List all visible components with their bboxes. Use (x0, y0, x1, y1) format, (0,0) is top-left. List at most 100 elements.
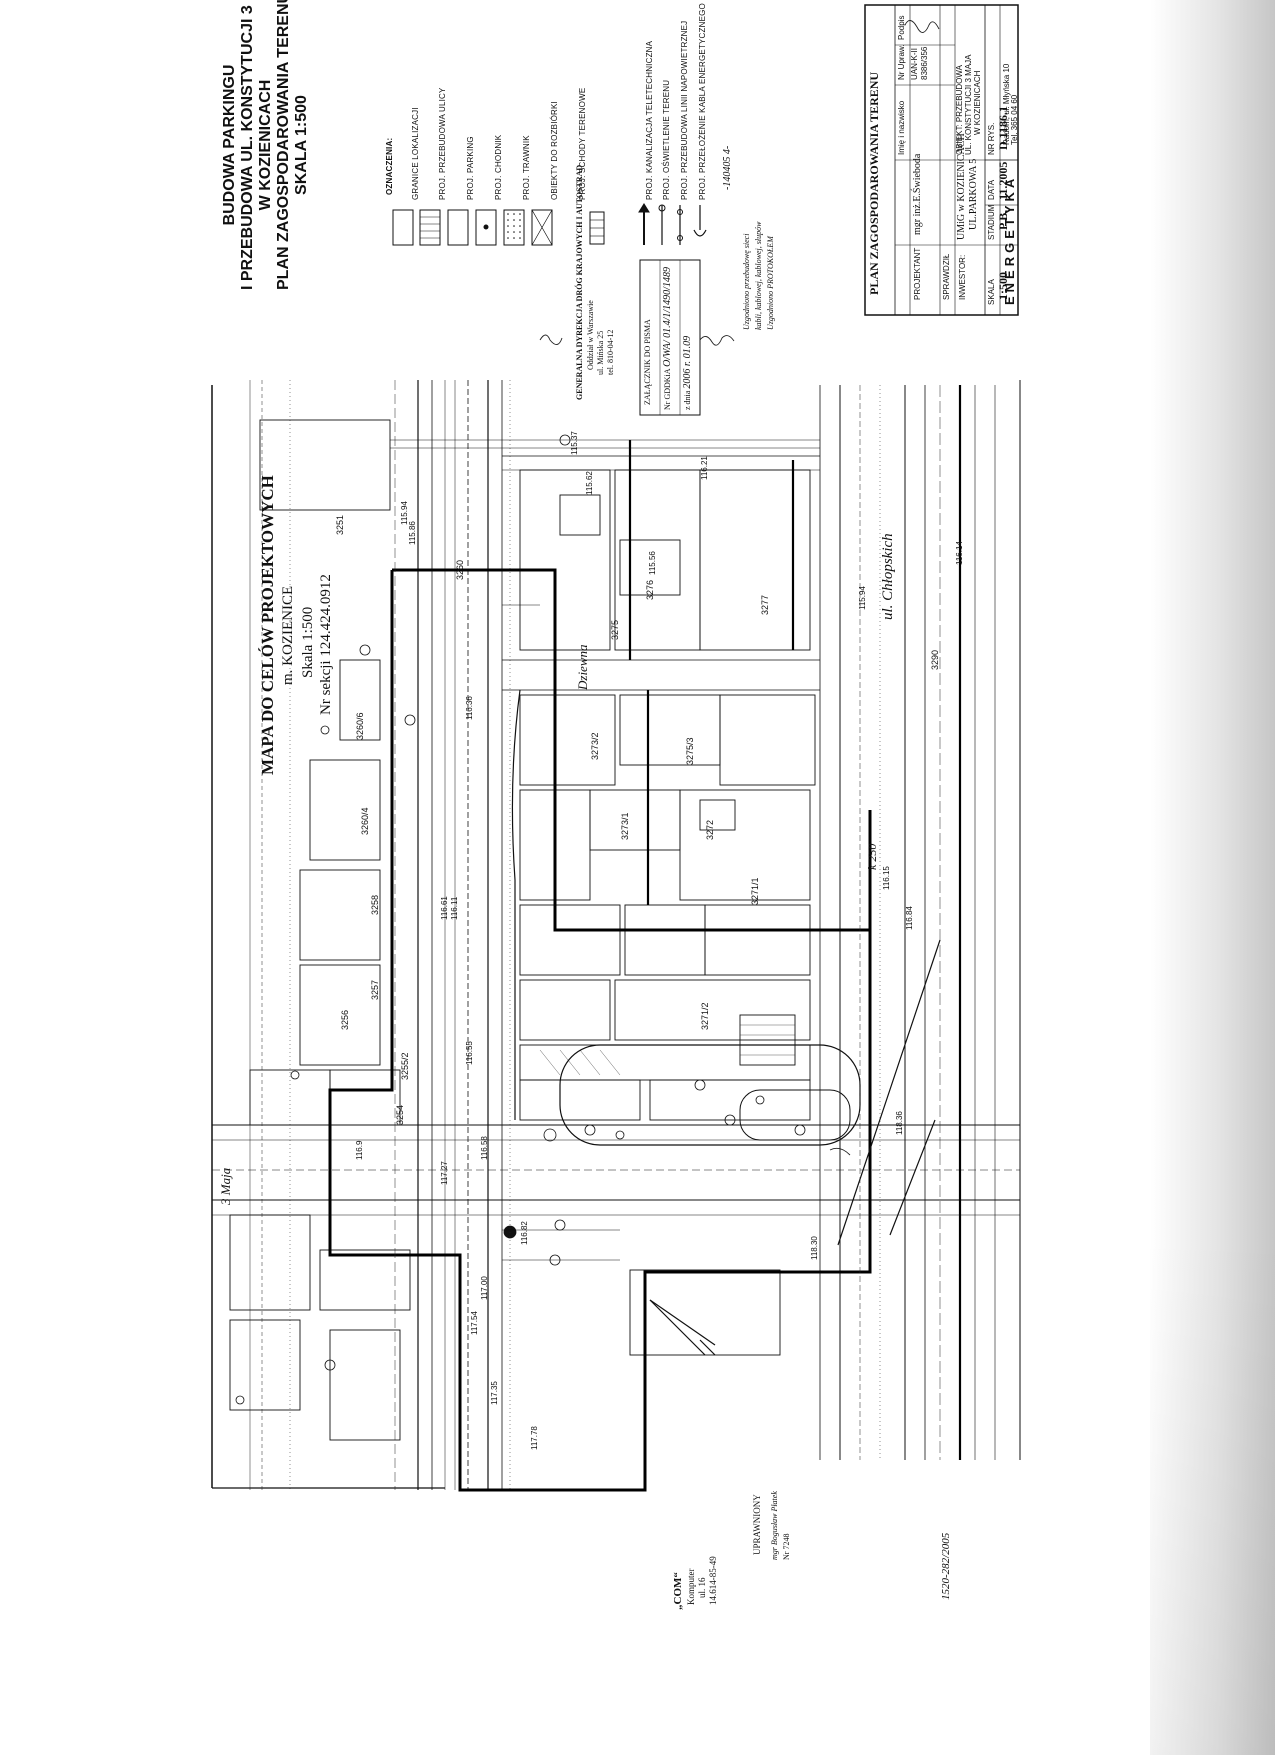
utility-lines (249, 380, 941, 1490)
elevation-label: 117.78 (530, 1426, 539, 1450)
project-title-line-5: SKALA 1:500 (293, 95, 310, 195)
title-table-object-label: OBIEKT: PRZEBUDOWA (955, 65, 964, 155)
elevation-label: 115.94 (858, 586, 867, 610)
title-table-drawing-no-label: NR RYS. (987, 122, 996, 155)
elevation-label: 115.62 (585, 471, 594, 495)
legend-item-oswietlenie: PROJ. OŚWIETLENIE TERENU (662, 79, 671, 200)
elevation-label: 118.36 (895, 1111, 904, 1135)
scan-edge-shadow (1150, 0, 1275, 1755)
elevation-label: 116.61 (440, 896, 449, 920)
parcel-label: 3257 (370, 979, 380, 1000)
gddkia-stamp: GENERALNA DYREKCJA DRÓG KRAJOWYCH I AUTO… (575, 164, 584, 400)
elevation-label: 115.86 (408, 521, 417, 545)
project-title-line-3: W KOZIENICACH (257, 79, 274, 211)
title-table-investor-label: INWESTOR: (958, 254, 967, 300)
street-label-dziewna: Dziewna (575, 644, 590, 691)
elevation-label: 117.00 (480, 1276, 489, 1300)
project-title-line-2: I PRZEBUDOWA UL. KONSTYTUCJI 3 MAJA (239, 0, 256, 290)
map-scale: Skala 1:500 (300, 606, 316, 678)
legend-heading: OZNACZENIA: (385, 137, 394, 195)
site-boundary (328, 568, 872, 1492)
approval-stamp-frame (639, 259, 701, 416)
site-boundary-heavy-lines (628, 385, 962, 1460)
parcel-label: 3260/4 (360, 807, 370, 835)
handwritten-note-1: Uzgodniono przebudowę sieci (742, 233, 751, 330)
map-place: m. KOZIENICE (280, 585, 296, 685)
handwritten-note: -140405 4- (722, 145, 733, 190)
title-table-designer-name: mgr inż.E.Świeboda (912, 153, 923, 235)
parcel-label: 3260/6 (355, 712, 365, 740)
parcel-label: 3256 (340, 1009, 350, 1030)
parcel-label: 3254 (395, 1104, 405, 1125)
approval-number-label: Nr GDDKiA (663, 368, 672, 410)
parcel-label: 3260 (455, 559, 465, 580)
handwritten-note-3: Uzgodniono PROTOKOŁEM (766, 236, 775, 330)
parcel-label: 3275/3 (685, 737, 695, 765)
legend-item-parking: PROJ. PARKING (466, 136, 475, 200)
building-hatch (539, 1024, 795, 1076)
elevation-label: 116.14 (955, 541, 964, 565)
buildings (229, 419, 816, 1441)
legend-item-kanalizacja: PROJ. KANALIZACJA TELETECHNICZNA (645, 40, 654, 200)
project-title-block: BUDOWA PARKINGU I PRZEBUDOWA UL. KONSTYT… (221, 0, 311, 290)
com-sub: Komputer (686, 1568, 696, 1606)
title-table-checker-label: SPRAWDZIŁ (942, 253, 951, 300)
parcel-label: 3273/1 (620, 812, 630, 840)
title-table-investor-address: UL.PARKOWA 5 (968, 158, 979, 230)
project-title-line-1: BUDOWA PARKINGU (221, 64, 238, 226)
approval-number-value: O/WA/ 01.4/1/1490/1489 (662, 267, 673, 367)
parcel-label: 3277 (760, 594, 770, 615)
parcel-label: 3271/2 (700, 1002, 710, 1030)
parcel-label: 3275 (610, 619, 620, 640)
parcel-label: 3255/2 (400, 1052, 410, 1080)
legend-item-kabel: PROJ. PRZEŁOŻENIE KABLA ENERGETYCZNEGO (698, 3, 707, 200)
elevation-label: 117.27 (440, 1161, 449, 1185)
elevation-label: 118.30 (810, 1236, 819, 1260)
company-tel: Tel. 365 04 60 (1010, 94, 1019, 145)
approval-number: Nr GDDKiA O/WA/ 01.4/1/1490/1489 (662, 267, 673, 410)
legend-graphics (392, 203, 707, 246)
parcel-label: 3271/1 (750, 877, 760, 905)
elevation-label: 116.58 (480, 1136, 489, 1160)
street-label-3-maja: 3 Maja (218, 1167, 233, 1205)
diagonal-cable (649, 939, 941, 1356)
street-crossing (212, 1124, 1020, 1216)
legend-item-linia: PROJ. PRZEBUDOWA LINII NAPOWIETRZNEJ (680, 20, 689, 200)
title-table-designer-permit-2: 8386/356 (920, 46, 929, 80)
elevation-label: 116.9 (355, 1140, 364, 1160)
approval-date-label: z dnia (683, 390, 692, 410)
street-3-maja (417, 380, 503, 1490)
parcel-label: 3272 (705, 819, 715, 840)
title-table-col-name: Imię i nazwisko (897, 100, 906, 155)
map-title: MAPA DO CELÓW PROJEKTOWYCH (258, 475, 277, 775)
title-table-scale-label: SKALA (987, 279, 996, 305)
gddkia-stamp-address: ul. Mińska 25 (596, 330, 605, 375)
project-title-line-4: PLAN ZAGOSPODAROWANIA TERENU (275, 0, 292, 290)
title-table-stage-label: STADIUM (987, 204, 996, 240)
scan-fold-shade (1150, 0, 1275, 1755)
cable-label-k250: k 250 (865, 843, 879, 870)
handwritten-note-2: kabli, kablowej, kablowej, słupów (754, 221, 763, 330)
legend-grass-pattern (507, 213, 521, 239)
parcel-label: 3290 (930, 649, 940, 670)
legend-item-trawnik: PROJ. TRAWNIK (522, 135, 531, 200)
title-table-col-permit: Nr Upraw. (897, 44, 906, 80)
approval-date: z dnia 2006 r. 01.09 (682, 336, 693, 410)
legend-item-chodnik: PROJ. CHODNIK (494, 134, 503, 200)
elevation-label: 115.37 (570, 431, 579, 455)
map-section: Nr sekcji 124.424.0912 (318, 574, 334, 715)
elevation-label: 116.11 (450, 896, 459, 920)
upper-strips (390, 439, 820, 1261)
street-label-chlopskich: ul. Chłopskich (880, 533, 896, 620)
company-logo: ENERGETYKA (1002, 174, 1017, 305)
certified-name: mgr Bogusław Płatek (770, 1491, 779, 1560)
map-frame (211, 380, 1021, 1489)
elevation-label: 115.56 (648, 551, 657, 575)
elevation-label: 116.21 (700, 456, 709, 480)
legend-item-rozbiorka: OBIEKTY DO ROZBIÓRKI (550, 101, 559, 200)
approval-label: ZAŁĄCZNIK DO PISMA (643, 319, 652, 405)
elevation-label: 116.84 (905, 906, 914, 930)
gddkia-stamp-sub: Oddział w Warszawie (586, 300, 595, 370)
title-table-designer-label: PROJEKTANT (913, 247, 922, 300)
